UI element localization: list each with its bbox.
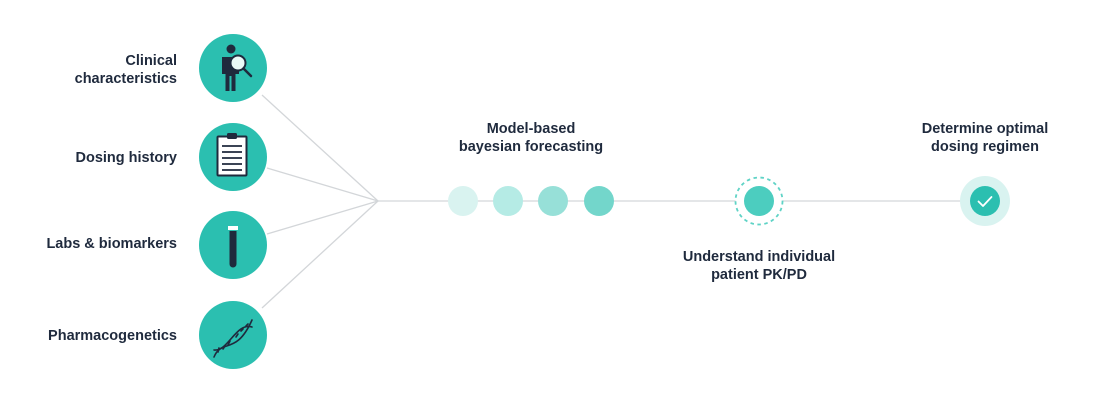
determine-node [970, 186, 1000, 216]
clipboard-icon [216, 133, 248, 177]
test-tube-icon [228, 226, 238, 268]
label-forecasting-line1: Model-based [486, 121, 576, 137]
label-understand: Understand individual patient PK/PD [649, 248, 869, 284]
label-forecasting: Model-based bayesian forecasting [431, 120, 631, 156]
forecast-dot-4 [584, 186, 614, 216]
forecast-dot-3 [538, 186, 568, 216]
forecast-dot-2 [493, 186, 523, 216]
connector-pharmaco [261, 200, 379, 309]
check-icon [977, 196, 993, 207]
person-magnifier-icon [222, 44, 253, 91]
connector-labs [266, 200, 379, 235]
label-understand-line2: patient PK/PD [711, 267, 807, 283]
label-clinical-line1: Clinical [125, 53, 177, 69]
label-determine-line1: Determine optimal [921, 121, 1049, 137]
forecast-dot-1 [448, 186, 478, 216]
label-pharmaco: Pharmacogenetics [48, 328, 177, 344]
label-understand-line1: Understand individual [682, 249, 836, 265]
dna-icon [213, 319, 253, 358]
label-determine: Determine optimal dosing regimen [875, 120, 1095, 156]
label-labs: Labs & biomarkers [46, 236, 177, 252]
label-dosing: Dosing history [75, 150, 177, 166]
label-determine-line2: dosing regimen [931, 139, 1039, 155]
label-forecasting-line2: bayesian forecasting [458, 139, 604, 155]
connector-dosing [266, 167, 379, 202]
label-clinical-line2: characteristics [74, 71, 177, 87]
label-clinical: Clinical characteristics [75, 52, 177, 88]
understand-node [744, 186, 774, 216]
pharmaco-circle [199, 301, 267, 369]
connector-clinical [261, 94, 379, 202]
